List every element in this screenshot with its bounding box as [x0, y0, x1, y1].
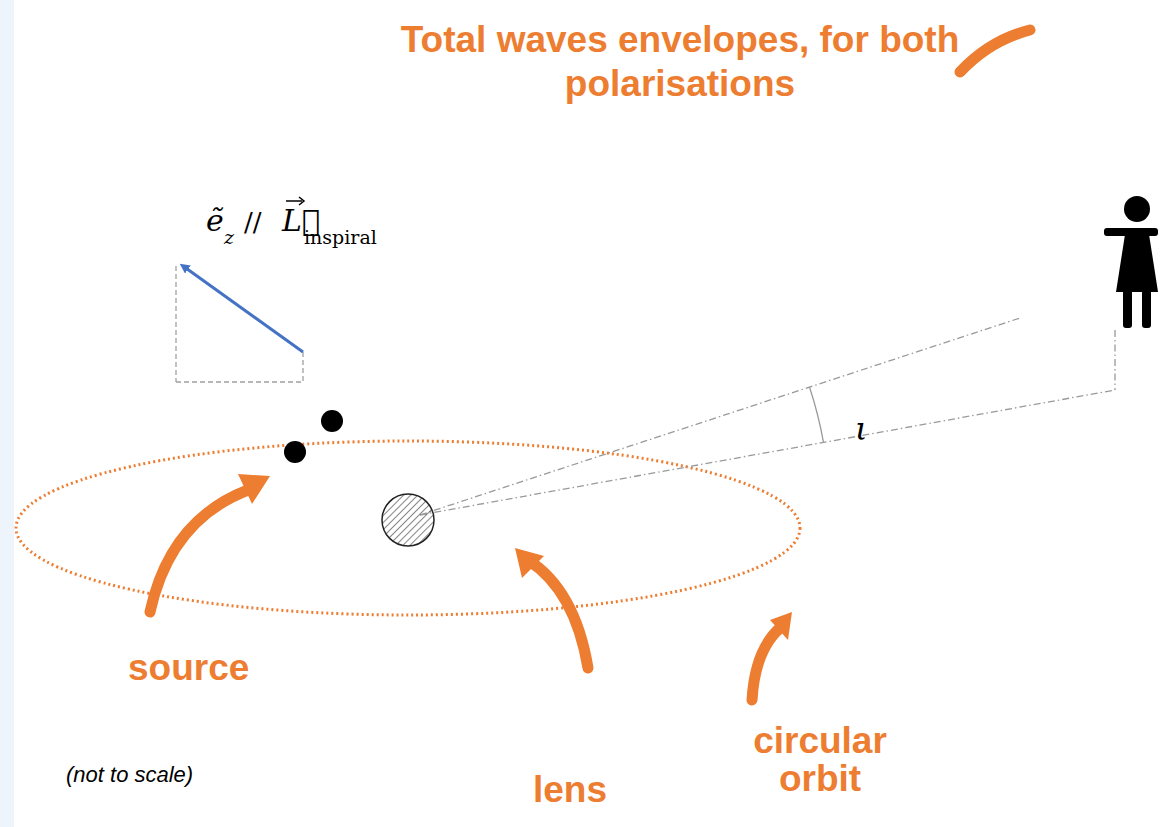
lens-circle — [382, 494, 434, 546]
callout-arrows — [150, 30, 1030, 700]
source-body — [321, 410, 343, 432]
callout-arrowheads — [238, 474, 792, 640]
callout-label: lens — [533, 768, 607, 812]
sight-lines — [420, 318, 1115, 515]
angle-label: ι — [855, 410, 868, 448]
math-symbol: ẽ — [206, 203, 224, 239]
math-subscript: inspiral — [304, 226, 377, 249]
source-body — [284, 441, 306, 463]
orbit-ellipse — [16, 441, 800, 615]
note-text: (not to scale) — [66, 762, 193, 788]
math-symbol: // — [244, 207, 262, 238]
edge-tint — [0, 0, 14, 827]
callout-label: circular orbit — [720, 722, 920, 798]
angular-momentum-vector — [183, 266, 303, 352]
math-subscript: z — [224, 226, 234, 249]
projection-lines — [176, 266, 303, 382]
heading-callout: Total waves envelopes, for both polarisa… — [400, 18, 960, 106]
callout-label: source — [128, 646, 249, 690]
angle-arc — [810, 387, 824, 442]
observer-figure — [1104, 196, 1158, 328]
